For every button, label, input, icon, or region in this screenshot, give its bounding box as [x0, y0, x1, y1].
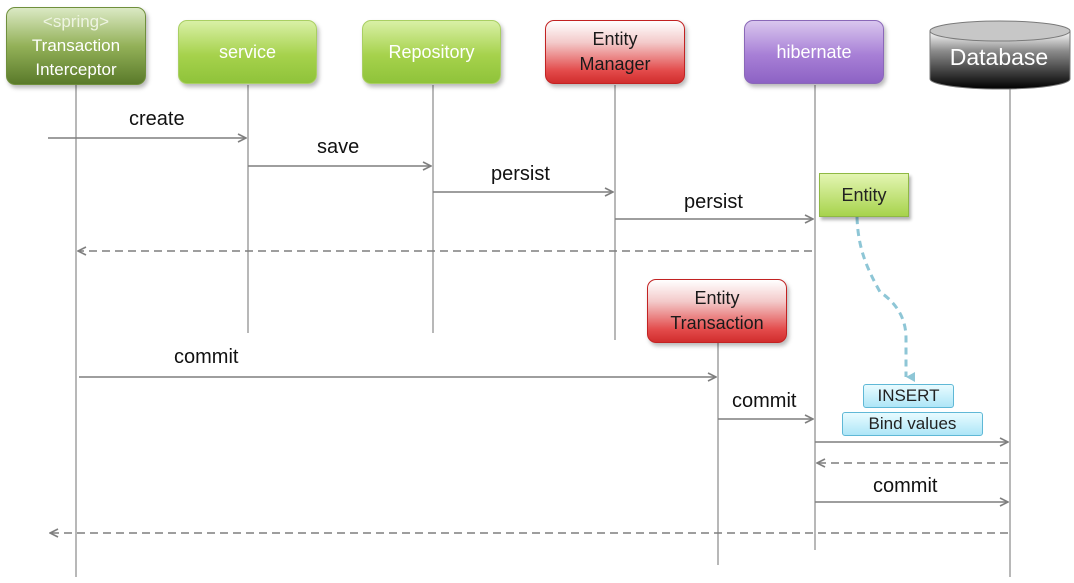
- participant-label-line: Entity: [592, 29, 638, 49]
- insert-note: INSERT: [863, 384, 954, 408]
- participant-repository: Repository: [362, 20, 501, 84]
- participant-entity-manager: Entity Manager: [545, 20, 685, 84]
- participant-database: Database: [928, 21, 1070, 89]
- participant-label-line: Transaction: [670, 313, 764, 333]
- participant-label: Database: [949, 44, 1049, 70]
- participant-label: hibernate: [776, 41, 852, 62]
- message-label-create: create: [129, 108, 185, 130]
- participant-label: Repository: [388, 41, 475, 62]
- participant-transaction-interceptor: <spring> Transaction Interceptor: [6, 7, 146, 85]
- participant-stereotype: <spring>: [42, 12, 110, 31]
- participant-label: service: [218, 41, 276, 62]
- participant-hibernate: hibernate: [744, 20, 884, 84]
- participant-label-line: Interceptor: [35, 60, 117, 79]
- message-label-persist: persist: [491, 163, 550, 185]
- entity-note: Entity: [819, 173, 909, 217]
- message-label-save: save: [317, 136, 360, 158]
- participant-service: service: [178, 20, 317, 84]
- message-label-commit: commit: [174, 346, 239, 368]
- message-label-commit: commit: [873, 475, 938, 497]
- participant-label-line: Transaction: [31, 36, 121, 55]
- database-cylinder: [929, 20, 1071, 90]
- participant-label-line: Entity: [694, 288, 740, 308]
- message-label-persist: persist: [684, 191, 743, 213]
- entity-to-insert-connector: [855, 216, 915, 382]
- bind-values-note: Bind values: [842, 412, 983, 436]
- participant-entity-transaction: Entity Transaction: [647, 279, 787, 343]
- message-label-commit: commit: [732, 390, 797, 412]
- participant-label-line: Manager: [579, 54, 651, 74]
